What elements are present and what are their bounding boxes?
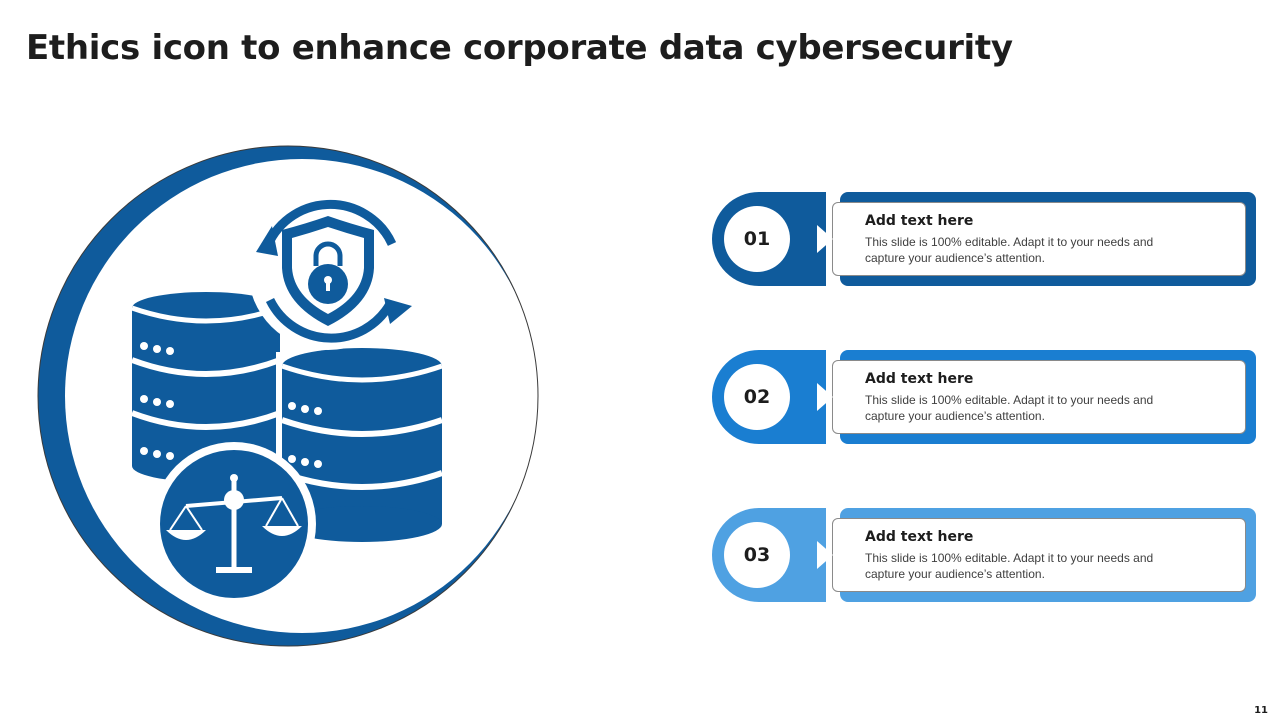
item-number: 01 <box>743 228 771 250</box>
number-circle: 03 <box>724 522 790 588</box>
item-number: 03 <box>743 544 771 566</box>
slide-title: Ethics icon to enhance corporate data cy… <box>26 28 1013 68</box>
text-card: Add text here This slide is 100% editabl… <box>817 202 1246 276</box>
text-card: Add text here This slide is 100% editabl… <box>817 518 1246 592</box>
item-description: This slide is 100% editable. Adapt it to… <box>865 393 1154 423</box>
justice-scale-icon <box>152 442 316 606</box>
item-heading: Add text here <box>865 213 974 229</box>
ethics-illustration <box>37 145 539 647</box>
item-number: 02 <box>743 386 771 408</box>
page-number: 11 <box>1254 705 1268 716</box>
number-circle: 02 <box>724 364 790 430</box>
item-description: This slide is 100% editable. Adapt it to… <box>865 551 1154 581</box>
list-item-02: 02 Add text here This slide is 100% edit… <box>710 348 1258 446</box>
item-heading: Add text here <box>865 371 974 387</box>
database-front-icon <box>276 348 446 542</box>
item-heading: Add text here <box>865 529 974 545</box>
list-item-03: 03 Add text here This slide is 100% edit… <box>710 506 1258 604</box>
item-description: This slide is 100% editable. Adapt it to… <box>865 235 1154 265</box>
shield-lock-icon <box>282 216 374 326</box>
text-card: Add text here This slide is 100% editabl… <box>817 360 1246 434</box>
list-item-01: 01 Add text here This slide is 100% edit… <box>710 190 1258 288</box>
number-circle: 01 <box>724 206 790 272</box>
